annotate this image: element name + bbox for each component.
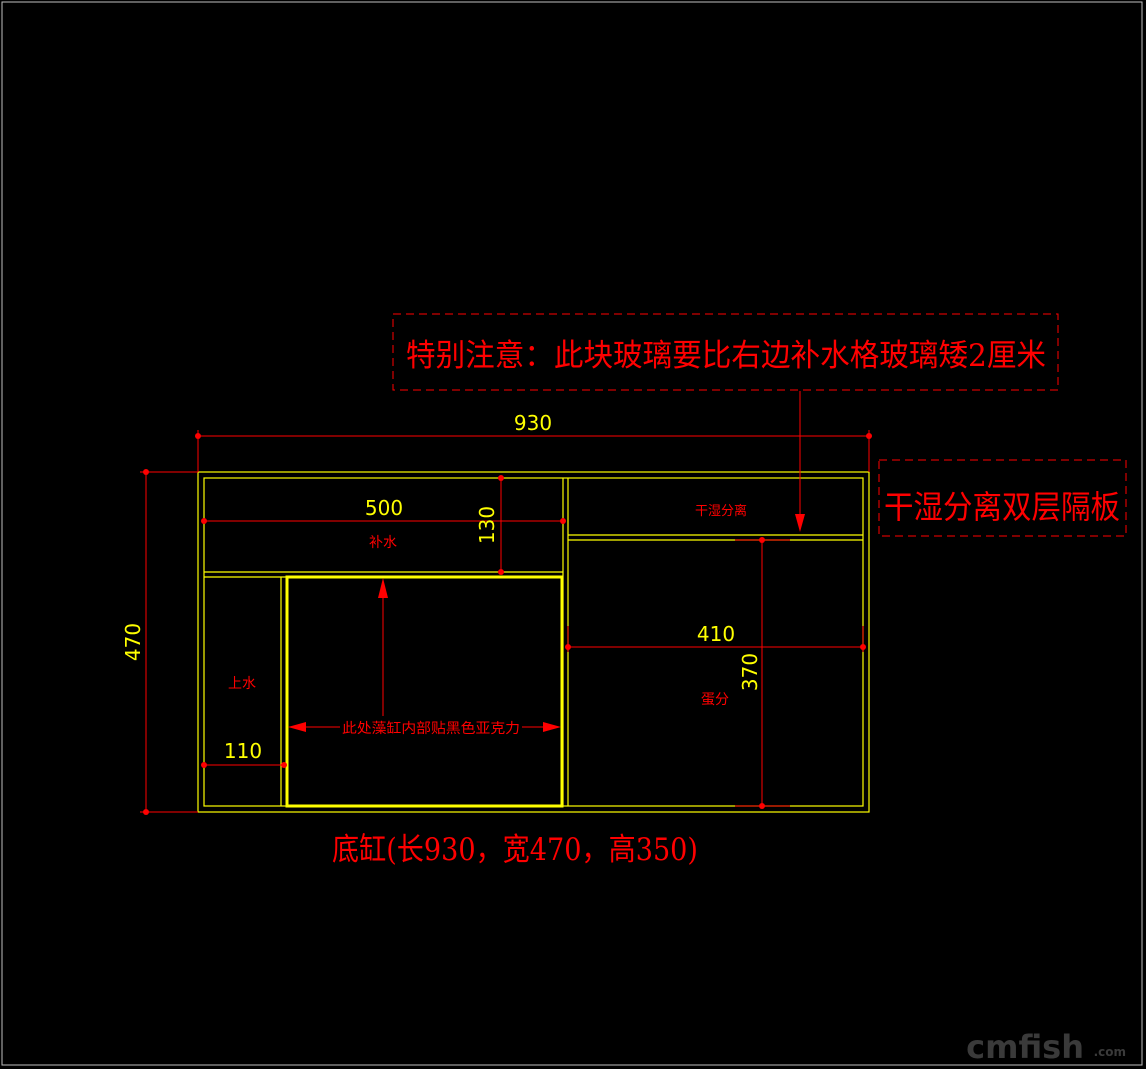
dot bbox=[498, 569, 504, 575]
arrowhead-right bbox=[543, 722, 561, 732]
dimension-dots bbox=[143, 433, 872, 815]
dot bbox=[281, 762, 287, 768]
algae-note-label: 此处藻缸内部贴黑色亚克力 bbox=[342, 720, 520, 737]
special-note-box bbox=[392, 313, 1059, 391]
tank-inner-wall bbox=[203, 477, 864, 807]
dim-470-label: 470 bbox=[121, 623, 145, 661]
dot bbox=[759, 537, 765, 543]
arrowhead-up bbox=[378, 578, 388, 598]
dim-500-label: 500 bbox=[365, 496, 403, 520]
special-note-text: 特别注意：此块玻璃要比右边补水格玻璃矮2厘米 bbox=[406, 338, 1046, 374]
dry-wet-label: 干湿分离 bbox=[695, 503, 747, 519]
inlet-label: 上水 bbox=[228, 676, 256, 692]
arrowheads bbox=[288, 514, 805, 732]
dim-110-label: 110 bbox=[224, 739, 262, 763]
dot bbox=[195, 433, 201, 439]
divider-note-text: 干湿分离双层隔板 bbox=[884, 488, 1120, 526]
refill-label: 补水 bbox=[369, 535, 397, 551]
dot bbox=[143, 809, 149, 815]
algae-tank-wall bbox=[285, 575, 564, 808]
divider-note-box bbox=[878, 459, 1127, 537]
dim-130-label: 130 bbox=[475, 506, 499, 544]
dot bbox=[201, 518, 207, 524]
dot bbox=[143, 469, 149, 475]
dot bbox=[565, 644, 571, 650]
dot bbox=[866, 433, 872, 439]
dot bbox=[759, 803, 765, 809]
arrowhead-down bbox=[795, 514, 805, 532]
dim-930-label: 930 bbox=[514, 411, 552, 435]
dot bbox=[560, 518, 566, 524]
watermark-text: cmfish bbox=[966, 1028, 1084, 1066]
tank-outer-wall bbox=[197, 471, 870, 813]
tank-caption: 底缸(长930，宽470，高350) bbox=[332, 832, 698, 868]
dimension-lines bbox=[140, 391, 870, 813]
tank-outline bbox=[197, 471, 870, 813]
watermark-suffix: .com bbox=[1094, 1045, 1126, 1059]
dot bbox=[201, 762, 207, 768]
dot bbox=[498, 475, 504, 481]
dim-410-label: 410 bbox=[697, 622, 735, 646]
right-zone-label: 蛋分 bbox=[701, 692, 729, 708]
dot bbox=[860, 644, 866, 650]
arrowhead-left bbox=[288, 722, 306, 732]
dim-370-label: 370 bbox=[738, 653, 762, 691]
